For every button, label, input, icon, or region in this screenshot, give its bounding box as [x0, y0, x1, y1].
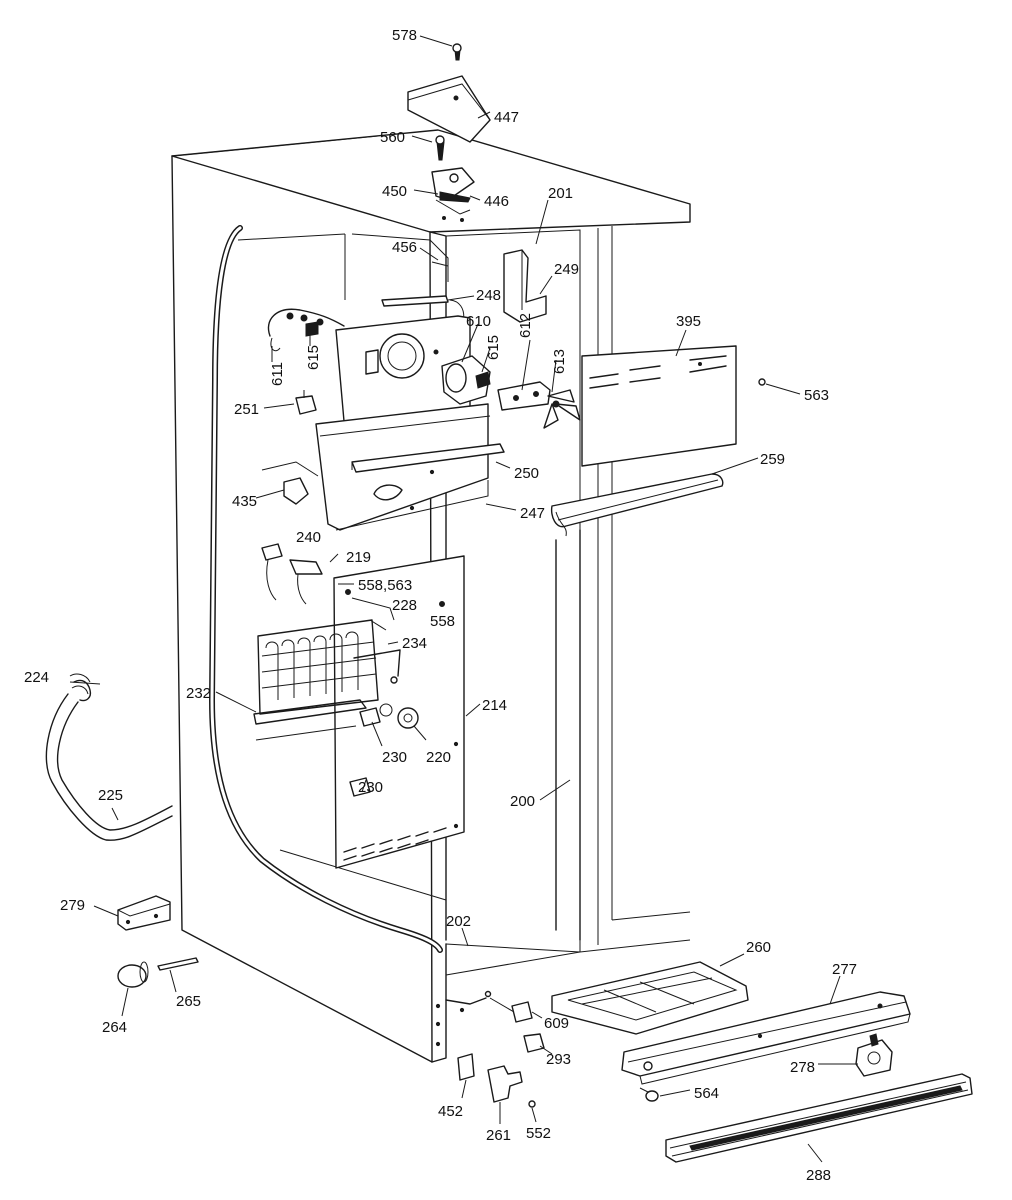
callout-234: 234	[402, 635, 427, 652]
part-435	[261, 461, 319, 505]
callout-225: 225	[98, 787, 123, 804]
callout-615-left: 615	[305, 345, 322, 370]
callout-435: 435	[232, 493, 257, 510]
callout-249: 249	[554, 261, 579, 278]
bottom-front-parts	[435, 990, 545, 1108]
top-hinge-assembly	[407, 43, 491, 222]
callout-293: 293	[546, 1051, 571, 1068]
wire-harness-611	[267, 308, 345, 352]
motor-278	[855, 1033, 893, 1077]
drain-tube-224-225	[45, 673, 173, 841]
drain-pan-260	[551, 961, 749, 1035]
callout-615-right: 615	[485, 335, 502, 360]
callout-447: 447	[494, 109, 519, 126]
liner-gasket	[208, 225, 443, 953]
callout-609: 609	[544, 1015, 569, 1032]
callout-247: 247	[520, 505, 545, 522]
hinge-lower-279-265-264	[117, 895, 199, 988]
callout-labels: 578 447 560 450 446 201 456 249 248 610 …	[24, 27, 857, 1184]
callout-277: 277	[832, 961, 857, 978]
callout-278: 278	[790, 1059, 815, 1076]
callout-230-upper: 230	[382, 749, 407, 766]
callout-224: 224	[24, 669, 49, 686]
callout-552: 552	[526, 1125, 551, 1142]
callout-202: 202	[446, 913, 471, 930]
callout-219: 219	[346, 549, 371, 566]
callout-456: 456	[392, 239, 417, 256]
fan-housing-250-247	[315, 315, 505, 531]
callout-288: 288	[806, 1167, 831, 1184]
callout-250: 250	[514, 465, 539, 482]
callout-230-lower: 230	[358, 779, 383, 796]
callout-564: 564	[694, 1085, 719, 1102]
callout-220: 220	[426, 749, 451, 766]
callout-264: 264	[102, 1019, 127, 1036]
callout-558-563: 558,563	[358, 577, 412, 594]
callout-260: 260	[746, 939, 771, 956]
callout-452: 452	[438, 1103, 463, 1120]
callout-560: 560	[380, 129, 405, 146]
callout-248: 248	[476, 287, 501, 304]
callout-200: 200	[510, 793, 535, 810]
callout-279: 279	[60, 897, 85, 914]
callout-610: 610	[466, 313, 491, 330]
callout-450: 450	[382, 183, 407, 200]
callout-251: 251	[234, 401, 259, 418]
callout-240: 240	[296, 529, 321, 546]
rail-277	[621, 991, 911, 1085]
panel-395	[581, 345, 766, 467]
fan-motor-assembly	[441, 355, 581, 429]
channel-259	[550, 473, 724, 537]
callout-613: 613	[551, 349, 568, 374]
callout-563: 563	[804, 387, 829, 404]
callout-214: 214	[482, 697, 507, 714]
bracket-456	[351, 233, 449, 282]
evaporator-coil-228	[253, 619, 401, 741]
callout-446: 446	[484, 193, 509, 210]
thermostat-251	[295, 390, 317, 415]
callout-611: 611	[269, 362, 286, 386]
callout-259: 259	[760, 451, 785, 468]
callout-395: 395	[676, 313, 701, 330]
air-duct-249	[503, 249, 547, 323]
sensor-240-219	[261, 543, 323, 605]
callout-228: 228	[392, 597, 417, 614]
cabinet-shell	[171, 129, 691, 1063]
leader-lines	[69, 35, 858, 1163]
callout-201: 201	[548, 185, 573, 202]
screw-564	[639, 1087, 659, 1102]
callout-232: 232	[186, 685, 211, 702]
callout-612: 612	[517, 313, 534, 338]
callout-558: 558	[430, 613, 455, 630]
callout-578: 578	[392, 27, 417, 44]
kick-grille-288	[665, 1073, 973, 1163]
callout-261: 261	[486, 1127, 511, 1144]
callout-265: 265	[176, 993, 201, 1010]
